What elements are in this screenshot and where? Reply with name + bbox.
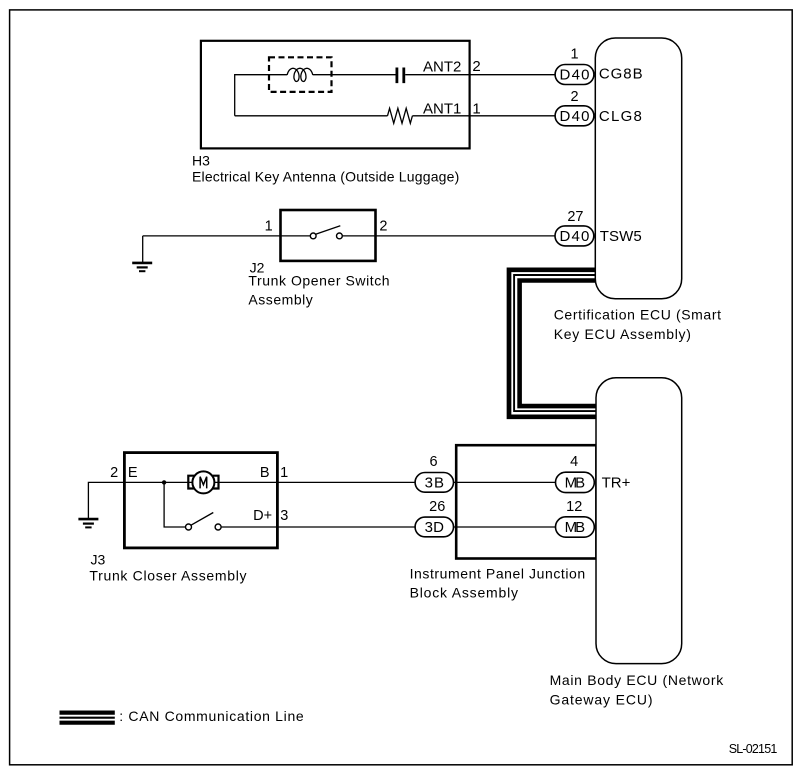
svg-text:J3: J3: [91, 552, 106, 568]
svg-text:3D: 3D: [425, 519, 445, 536]
svg-text:TSW5: TSW5: [600, 228, 642, 245]
svg-text:: CAN Communication Line: : CAN Communication Line: [119, 708, 304, 724]
svg-text:Trunk Opener Switch: Trunk Opener Switch: [248, 273, 389, 289]
svg-text:2: 2: [379, 219, 387, 235]
svg-text:Electrical Key Antenna (Outsid: Electrical Key Antenna (Outside Luggage): [192, 169, 459, 185]
svg-text:Block Assembly: Block Assembly: [410, 585, 518, 601]
svg-text:1: 1: [265, 219, 273, 235]
svg-text:D+: D+: [253, 508, 272, 524]
svg-text:SL-02151: SL-02151: [729, 742, 778, 756]
svg-text:Assembly: Assembly: [248, 292, 312, 308]
svg-text:TR+: TR+: [602, 474, 631, 491]
svg-text:3B: 3B: [425, 475, 444, 492]
svg-text:D40: D40: [559, 228, 589, 245]
svg-text:Main Body ECU (Network: Main Body ECU (Network: [550, 672, 725, 688]
svg-text:12: 12: [566, 499, 582, 515]
svg-text:Instrument Panel Junction: Instrument Panel Junction: [410, 565, 586, 581]
svg-text:B: B: [260, 465, 270, 481]
svg-text:H3: H3: [192, 152, 210, 168]
svg-text:J2: J2: [250, 260, 265, 276]
svg-text:CG8B: CG8B: [599, 65, 643, 82]
svg-text:1: 1: [472, 100, 480, 117]
svg-text:D40: D40: [560, 67, 590, 84]
svg-text:1: 1: [570, 47, 578, 63]
svg-text:6: 6: [429, 454, 437, 470]
svg-text:2: 2: [570, 89, 578, 105]
svg-text:Certification ECU (Smart: Certification ECU (Smart: [554, 307, 721, 323]
svg-text:D40: D40: [560, 108, 590, 125]
svg-text:E: E: [128, 465, 138, 481]
svg-text:3: 3: [280, 508, 288, 524]
svg-text:4: 4: [570, 454, 578, 470]
svg-text:27: 27: [567, 209, 583, 225]
svg-text:CLG8: CLG8: [599, 108, 642, 125]
svg-text:1: 1: [280, 465, 288, 481]
svg-text:Key ECU Assembly): Key ECU Assembly): [554, 326, 691, 342]
svg-text:ANT2: ANT2: [423, 59, 461, 76]
svg-text:Trunk Closer Assembly: Trunk Closer Assembly: [89, 568, 246, 584]
svg-text:MB: MB: [565, 519, 586, 536]
svg-text:MB: MB: [565, 475, 586, 492]
svg-text:2: 2: [110, 465, 118, 481]
svg-text:2: 2: [472, 58, 480, 75]
svg-text:26: 26: [429, 499, 445, 515]
svg-text:Gateway ECU): Gateway ECU): [550, 692, 653, 708]
svg-text:ANT1: ANT1: [423, 101, 461, 118]
